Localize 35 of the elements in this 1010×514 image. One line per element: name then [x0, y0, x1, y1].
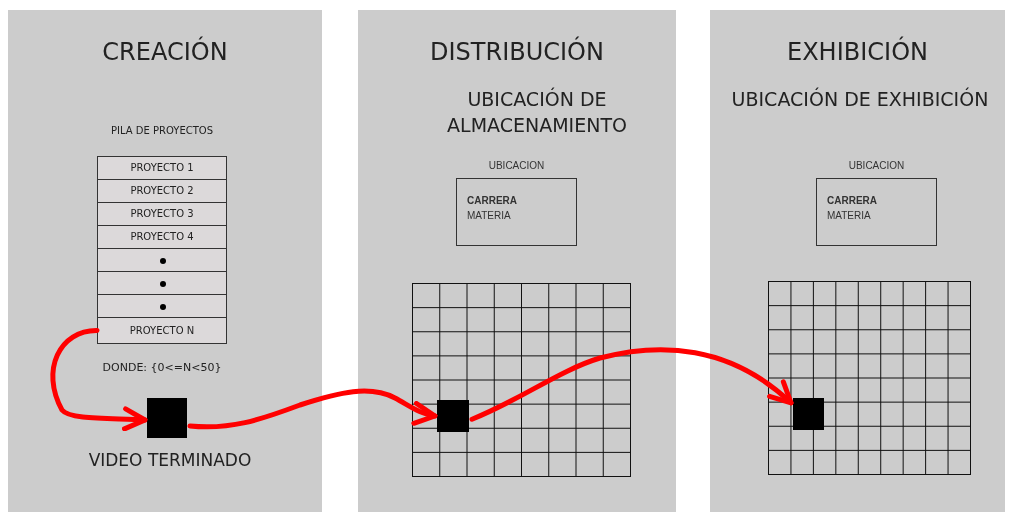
location-card: [816, 158, 937, 246]
stack-row: [97, 248, 227, 272]
panel-subtitle: UBICACIÓN DE EXHIBICIÓN: [730, 86, 990, 112]
project-row: PROYECTO 3: [97, 202, 227, 226]
panel-title: CREACIÓN: [101, 38, 229, 66]
video-square: [437, 400, 469, 432]
arrow: [50, 328, 148, 432]
location-card: [456, 158, 577, 246]
caption-text: VIDEO TERMINADO: [87, 449, 253, 472]
field-name: CARRERA: [827, 194, 878, 208]
panel-title: EXHIBICIÓN: [786, 38, 929, 66]
stage-panel: [358, 10, 676, 512]
panel-subtitle: UBICACIÓN DE ALMACENAMIENTO: [446, 86, 628, 138]
field-value: MATERIA: [467, 209, 512, 223]
project-row: PROYECTO 1: [97, 156, 227, 180]
grid: [768, 281, 971, 475]
card-heading: UBICACION: [487, 160, 546, 171]
project-row: PROYECTO 2: [97, 179, 227, 203]
stage-panel: [8, 10, 322, 512]
project-row: PROYECTO N: [97, 317, 227, 344]
field-name: CARRERA: [467, 194, 518, 208]
project-row: PROYECTO 4: [97, 225, 227, 249]
stack-row: [97, 294, 227, 318]
video-square: [147, 398, 187, 438]
arrow: [187, 388, 438, 430]
stage-panel: [710, 10, 1005, 512]
card-heading: UBICACION: [847, 160, 906, 171]
arrow: [469, 347, 794, 422]
field-value: MATERIA: [827, 209, 872, 223]
stack-row: [97, 271, 227, 295]
grid: [412, 283, 631, 477]
video-square: [793, 398, 824, 430]
caption-text: DONDE: {0<=N<50}: [101, 360, 223, 376]
panel-title: DISTRIBUCIÓN: [429, 38, 605, 66]
stack-heading: PILA DE PROYECTOS: [109, 125, 214, 136]
